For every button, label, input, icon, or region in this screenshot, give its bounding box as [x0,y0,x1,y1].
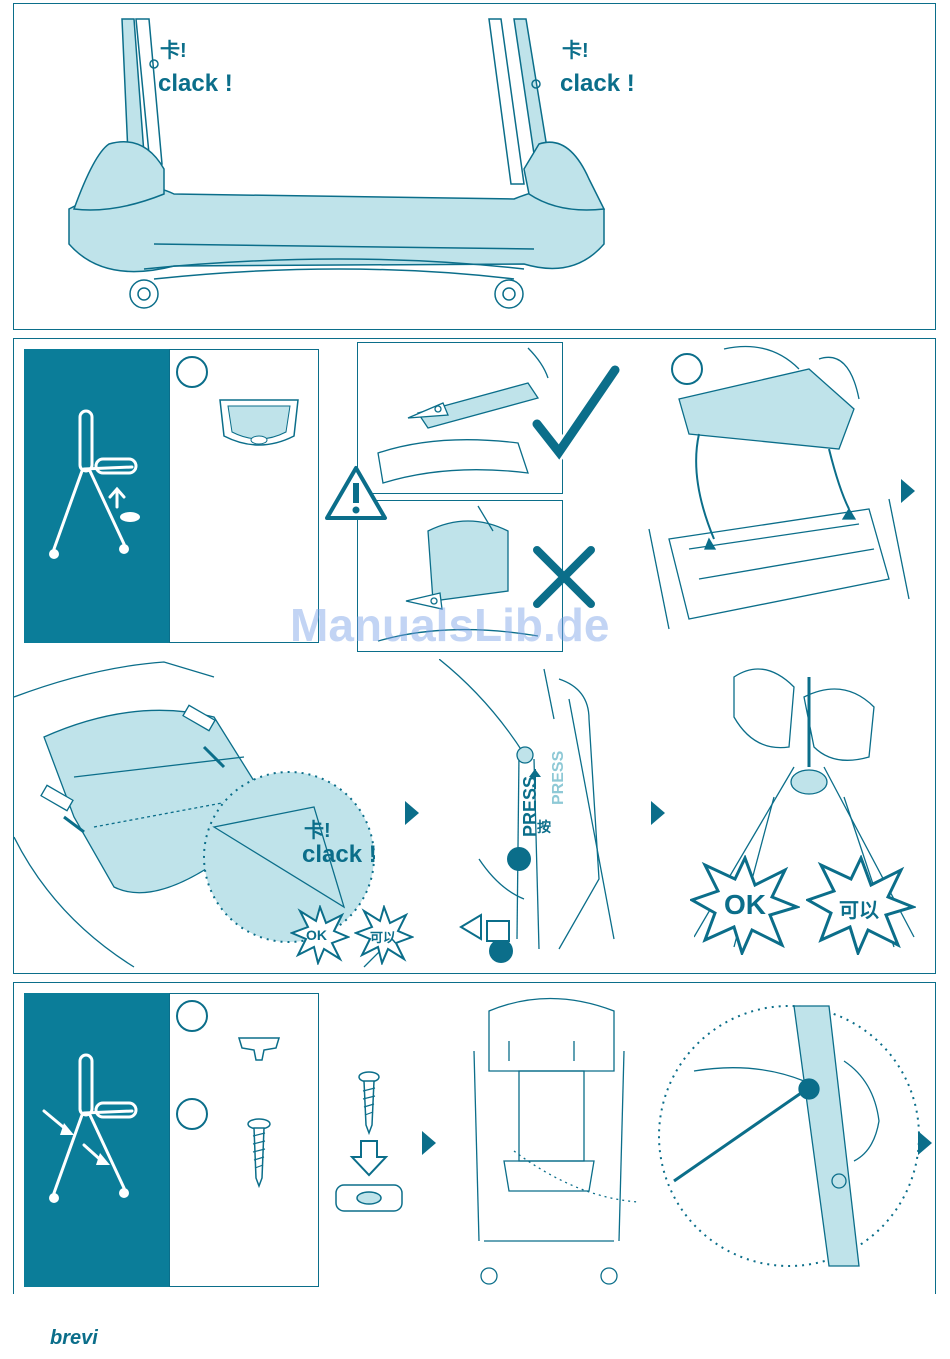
screwdriver-detail-circle [654,1001,924,1271]
clack-label-harness: clack ! [302,841,377,869]
cap-part-icon [234,1034,284,1064]
warning-icon [324,465,388,521]
parts-box-2 [169,993,319,1287]
screw-part-icon [244,1118,274,1188]
clack-cn-right: 卡! [562,34,589,63]
press-cn-label: 按 [537,817,551,837]
press-label-right: PRESS [550,751,568,805]
next-arrow-icon [405,801,419,825]
step-panel-2: 卡! clack ! OK 可以 PRESS PRESS 按 [13,338,936,974]
tray-part-icon [214,386,304,456]
chair-screw-icon [24,993,169,1287]
tray-mount-illustration [629,339,919,639]
chair-sidebar-2 [24,993,169,1287]
chair-back-screw-illustration [464,991,639,1291]
watermark: ManualsLib.de [290,598,609,652]
next-arrow-icon [651,801,665,825]
clack-cn-left: 卡! [160,34,187,63]
ok-small-label: OK [306,927,327,943]
chair-sidebar [24,349,169,643]
clack-cn-harness: 卡! [304,814,331,843]
brand-logo: brevi [50,1327,98,1350]
check-icon [531,364,621,464]
part-marker-circle-4 [176,1098,208,1130]
part-marker-circle [176,356,208,388]
next-arrow-icon [422,1131,436,1155]
step-panel-1: 卡! clack ! 卡! clack ! [13,3,936,330]
base-frame-illustration [14,4,935,329]
ok-big-label: OK [724,889,766,921]
clack-label-left: clack ! [158,70,233,98]
next-arrow-icon [918,1131,932,1155]
chair-outline-icon [24,349,169,643]
clack-label-right: clack ! [560,70,635,98]
step-panel-3 [13,982,936,1294]
part-marker-circle-3 [176,1000,208,1032]
cn-big-label: 可以 [839,894,879,923]
next-arrow-icon [901,479,915,503]
cn-small-label: 可以 [370,927,396,946]
screw-into-cap-illustration [324,1063,414,1223]
